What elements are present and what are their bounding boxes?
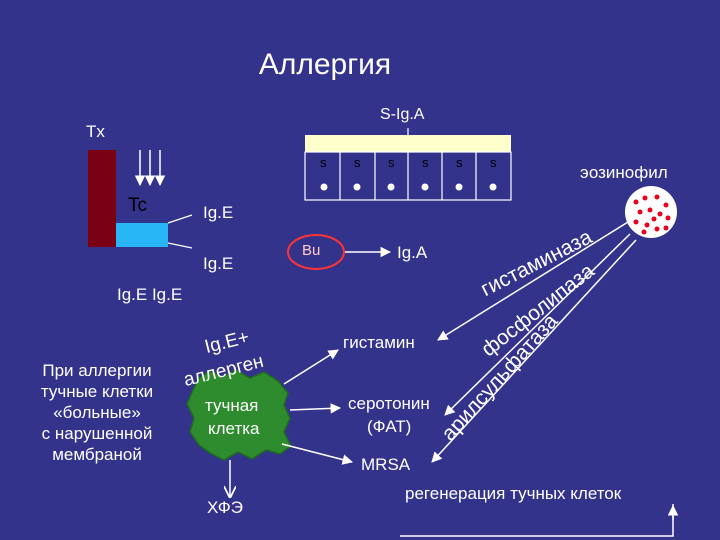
mast-cell — [186, 369, 292, 461]
allergy-note: При аллергии тучные клетки «больные» с н… — [22, 360, 172, 465]
bu-label: Bu — [302, 242, 321, 259]
tc-connector-lines — [167, 214, 193, 249]
s-mark-3: s — [388, 155, 395, 170]
mast-cell-label-1: тучная — [205, 396, 259, 415]
s-mark-5: s — [456, 155, 463, 170]
mrsa-label: MRSA — [361, 455, 411, 474]
tc-label: Tc — [128, 195, 147, 216]
iga-label: Ig.A — [397, 243, 428, 262]
ige-label-mid: Ig.E — [203, 254, 234, 273]
epithelium-layer — [304, 135, 512, 201]
s-mark-4: s — [422, 155, 429, 170]
s-mark-6: s — [490, 155, 497, 170]
s-mark-2: s — [354, 155, 361, 170]
histamine-label: гистамин — [343, 333, 415, 352]
tx-cell-bar — [88, 150, 116, 247]
fat-label: (ФАТ) — [367, 417, 412, 436]
note-line: «больные» — [53, 403, 141, 422]
mast-cell-output-arrows — [230, 349, 354, 497]
note-line: При аллергии — [42, 361, 152, 380]
tc-cell-box — [116, 223, 168, 247]
regeneration-bracket — [400, 504, 679, 537]
note-line: мембраной — [52, 445, 142, 464]
bu-cell — [287, 234, 345, 270]
diagram-title: Аллергия — [258, 48, 392, 81]
hfe-label: ХФЭ — [207, 498, 243, 517]
siga-label: S-Ig.A — [380, 106, 425, 123]
eosinophil-enzyme-arrows — [431, 221, 637, 463]
eosinophil-label: эозинофил — [580, 163, 668, 182]
serotonin-label: серотонин — [348, 394, 430, 413]
regeneration-label: регенерация тучных клеток — [405, 484, 622, 503]
s-mark-1: s — [320, 155, 327, 170]
tx-label: Tx — [86, 122, 105, 141]
ige-label-top: Ig.E — [203, 203, 234, 222]
note-line: с нарушенной — [41, 424, 153, 443]
mast-cell-label-2: клетка — [208, 419, 260, 438]
ige-label-pair: Ig.E Ig.E — [117, 285, 183, 304]
eosinophil-cell — [625, 186, 677, 238]
note-line: тучные клетки — [40, 382, 154, 401]
tx-arrows — [134, 150, 166, 187]
